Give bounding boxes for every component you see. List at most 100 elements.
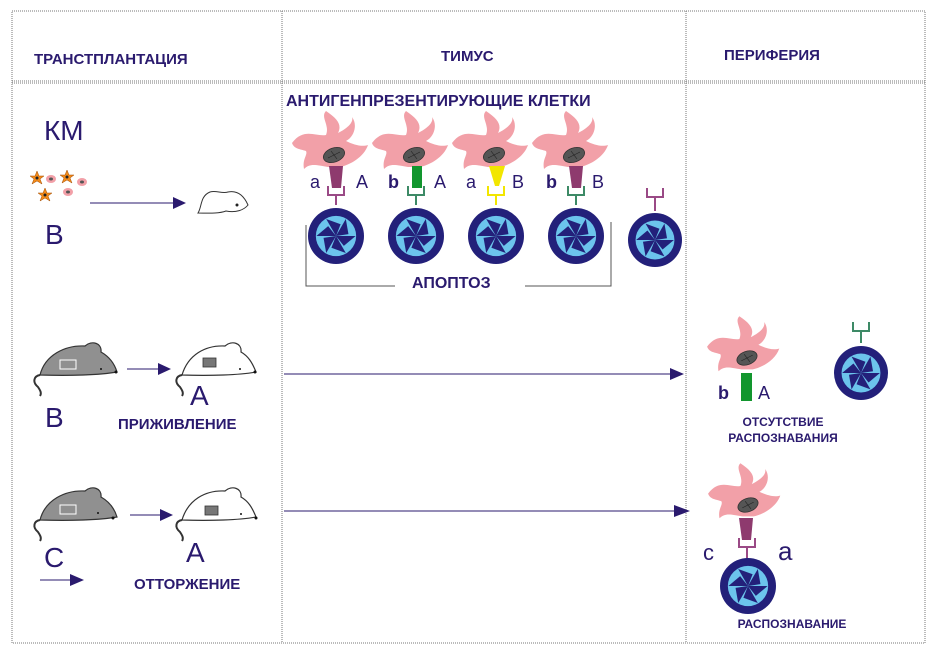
t-cell-blade: [403, 236, 416, 253]
periph-allele-right-row2: A: [758, 383, 771, 403]
thymus-apc-tcell-pair: [532, 111, 608, 264]
mhc-molecule: [329, 166, 343, 188]
apc-cell-body: [532, 111, 608, 169]
t-cell-blade: [842, 363, 861, 373]
thymus-apc-tcell-pair: [372, 111, 448, 264]
t-cell-blade: [861, 373, 880, 383]
km-donor-label: В: [45, 219, 64, 250]
periphery-apc-row3: [708, 463, 781, 614]
t-cell-blade: [496, 219, 509, 236]
t-cell-blade: [326, 219, 341, 236]
t-cell-blade: [496, 236, 516, 246]
long-arrow-row3: [284, 505, 690, 517]
t-cell-blade: [636, 230, 655, 240]
apc-cell-body: [707, 316, 780, 372]
t-cell-blade: [571, 236, 586, 253]
t-cell-blade: [645, 223, 660, 240]
t-cell-blade: [848, 373, 861, 390]
row3-recognition-label: РАСПОЗНАВАНИЕ: [737, 617, 847, 631]
thymus-apc-tcell-pair: [452, 111, 528, 264]
mhc-molecule: [739, 518, 753, 540]
allele-left-1: a: [310, 172, 321, 192]
allele-left-2: b: [388, 172, 399, 192]
row3-donor-label: С: [44, 542, 65, 573]
grey-mouse-donor-c: [33, 487, 118, 542]
t-cell-blade: [566, 219, 581, 236]
mhc-molecule: [489, 166, 505, 186]
t-cell-blade: [476, 226, 496, 236]
free-t-cell: [628, 188, 682, 267]
t-cell-blade: [483, 236, 496, 253]
t-cell-blade: [576, 219, 589, 236]
mhc-molecule: [741, 373, 752, 401]
apoptosis-label: АПОПТОЗ: [412, 275, 491, 292]
t-cell-blade: [491, 236, 506, 253]
tcr-receptor: [487, 186, 505, 196]
periph-allele-left-row3: c: [703, 540, 714, 565]
apc-title: АНТИГЕНПРЕЗЕНТИРУЮЩИЕ КЛЕТКИ: [286, 93, 591, 110]
t-cell-blade: [748, 569, 761, 586]
t-cell-blade: [411, 236, 426, 253]
periph-allele-left-row2: b: [718, 383, 729, 403]
white-mouse-recipient-a: [175, 487, 258, 542]
grey-mouse-donor-b: [33, 342, 118, 397]
mhc-molecule: [569, 166, 583, 188]
periphery-tcell-row2: [834, 322, 888, 400]
t-cell-blade: [331, 236, 346, 253]
t-cell-blade: [748, 586, 768, 596]
apc-cell-body: [708, 463, 781, 519]
long-arrow-row2: [284, 368, 684, 380]
apc-cell-body: [452, 111, 528, 169]
periphery-apc-row2: [707, 316, 780, 401]
t-cell-blade: [323, 236, 336, 253]
header-transplantation: ТРАНСТПЛАНТАЦИЯ: [34, 51, 188, 68]
t-cell-blade: [856, 373, 871, 390]
header-periphery: ПЕРИФЕРИЯ: [724, 47, 820, 64]
t-cell-blade: [563, 236, 576, 253]
t-cell-blade: [861, 356, 874, 373]
thymus-apc-tcell-pair: [292, 111, 368, 264]
row2-donor-label: В: [45, 402, 64, 433]
t-cell-blade: [406, 219, 421, 236]
t-cell-blade: [316, 226, 336, 236]
periph-allele-right-row3: a: [778, 536, 793, 566]
t-cell-blade: [556, 226, 576, 236]
bone-marrow-label: КМ: [44, 115, 84, 146]
t-cell-blade: [735, 586, 748, 603]
row2-recipient-label: А: [190, 380, 209, 411]
allele-right-3: B: [512, 172, 525, 192]
arrow-icon: [130, 509, 173, 521]
t-cell-blade: [576, 236, 596, 246]
t-cell-blade: [655, 240, 674, 250]
allele-left-3: a: [466, 172, 477, 192]
row2-no-recognition-line2: РАСПОЗНАВАНИЯ: [728, 431, 838, 445]
t-cell-blade: [738, 569, 753, 586]
t-cell-blade: [336, 236, 356, 246]
row3-recipient-label: А: [186, 537, 205, 568]
t-cell-blade: [728, 576, 748, 586]
t-cell-blade: [655, 223, 668, 240]
apoptosis-bracket: [305, 222, 612, 287]
allele-right-2: A: [434, 172, 447, 192]
arrow-icon: [90, 197, 186, 209]
arrow-icon: [127, 363, 171, 375]
t-cell-blade: [486, 219, 501, 236]
t-cell-blade: [416, 219, 429, 236]
tcr-receptor: [646, 188, 664, 198]
bone-marrow-cells: [29, 169, 87, 202]
t-cell-blade: [650, 240, 665, 257]
header-thymus: ТИМУС: [441, 48, 494, 65]
t-cell-blade: [396, 226, 416, 236]
allele-left-4: b: [546, 172, 557, 192]
row2-no-recognition-line1: ОТСУТСТВИЕ: [742, 415, 824, 429]
mouse-outline-icon: [197, 190, 249, 214]
allele-right-1: A: [356, 172, 369, 192]
tcr-receptor: [852, 322, 870, 332]
t-cell-blade: [743, 586, 758, 603]
t-cell-blade: [851, 356, 866, 373]
t-cell-blade: [416, 236, 436, 246]
row2-outcome-engraftment: ПРИЖИВЛЕНИЕ: [118, 416, 237, 433]
table-outer-border: [11, 10, 926, 644]
t-cell-blade: [336, 219, 349, 236]
